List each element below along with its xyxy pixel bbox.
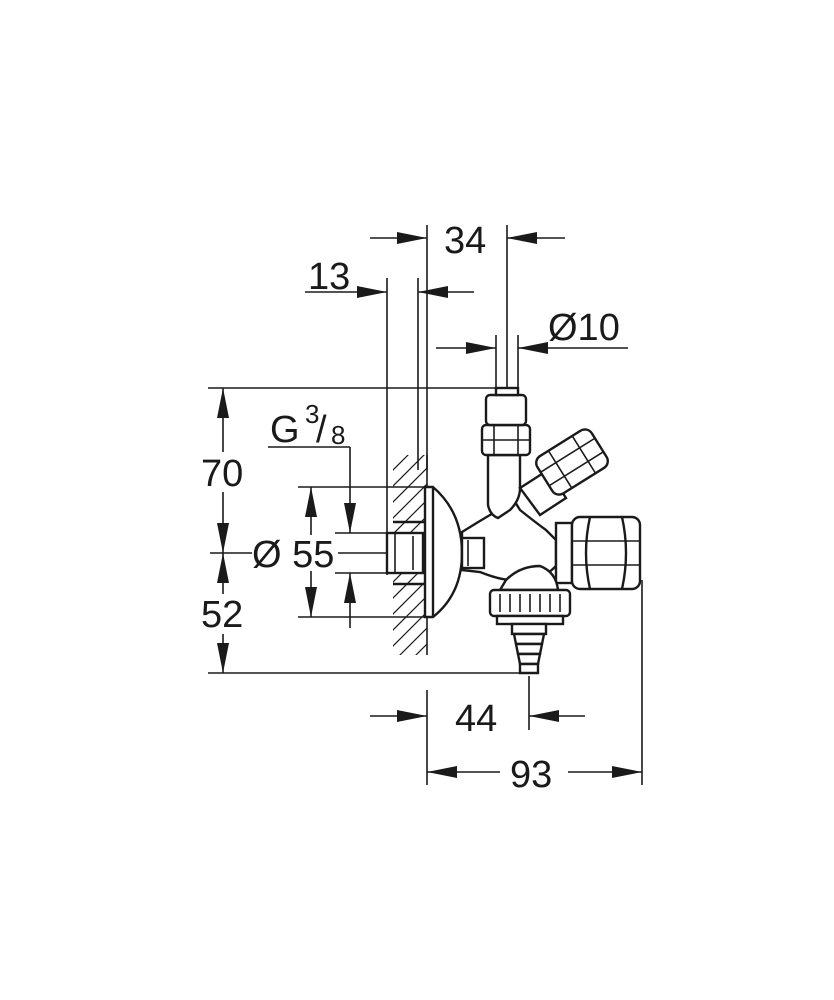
dimension-13-label: 13 xyxy=(308,256,350,298)
dimension-52-label: 52 xyxy=(201,594,243,636)
dimension-52: 52 xyxy=(198,553,250,673)
dimension-34-label: 34 xyxy=(444,220,486,262)
dimension-44-label: 44 xyxy=(455,698,497,740)
dimension-70-label: 70 xyxy=(201,453,243,495)
dimension-d10-label: Ø10 xyxy=(548,307,620,349)
dimension-93-label: 93 xyxy=(510,754,552,796)
thread-slash: / xyxy=(316,409,327,451)
dimension-70: 70 xyxy=(198,388,250,553)
dimension-34: 34 xyxy=(370,220,565,262)
extension-lines xyxy=(208,225,643,785)
thread-callout: G 3 / 8 xyxy=(268,399,356,628)
thread-g-label: G xyxy=(270,409,300,451)
dimension-d10: Ø10 xyxy=(436,307,628,354)
dimension-44: 44 xyxy=(370,698,585,740)
thread-denominator: 8 xyxy=(331,420,345,450)
thread-numerator: 3 xyxy=(305,399,319,429)
valve-body xyxy=(385,386,642,675)
dimension-d55-label: Ø 55 xyxy=(252,534,334,576)
dimension-d55: Ø 55 xyxy=(252,487,338,617)
dimension-13: 13 xyxy=(305,256,474,298)
dimension-93: 93 xyxy=(427,754,642,796)
